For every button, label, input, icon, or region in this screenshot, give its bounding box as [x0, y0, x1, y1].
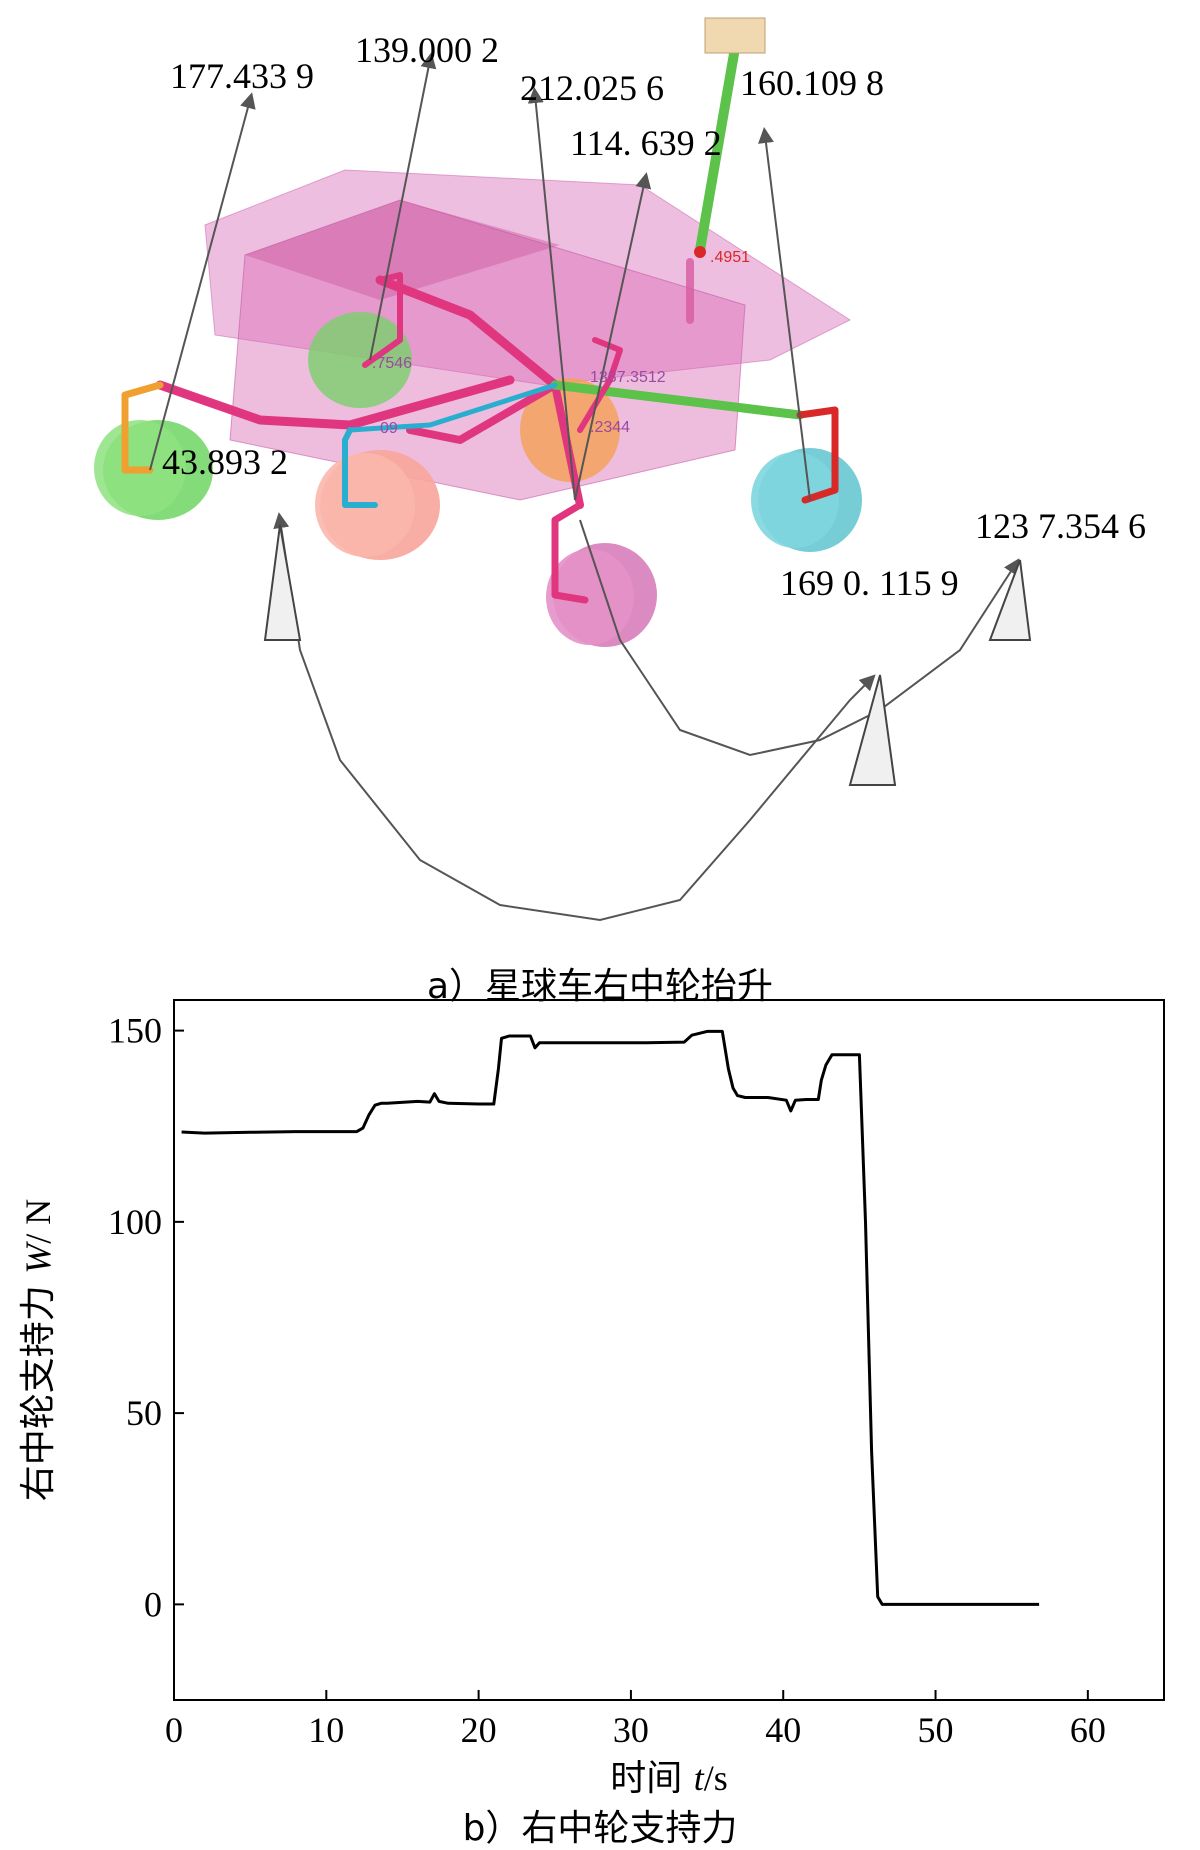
x-tick-label: 60 [1070, 1710, 1106, 1750]
x-ticks: 0 10 20 30 40 50 60 [165, 1690, 1106, 1750]
small-label-2344: .2344 [590, 419, 630, 436]
force-arrows [149, 52, 1020, 922]
rover-body-face [245, 200, 560, 300]
x-tick-label: 50 [918, 1710, 954, 1750]
label-177-4339: 177.433 9 [170, 56, 314, 96]
label-1237-3546: 123 7.354 6 [975, 506, 1146, 546]
label-1690-1159: 169 0. 115 9 [780, 563, 959, 603]
rover-links [121, 43, 839, 604]
small-label-1387: 1387.3512 [590, 369, 666, 386]
label-139-0002: 139.000 2 [355, 30, 499, 70]
x-tick-label: 0 [165, 1710, 183, 1750]
top-block [704, 17, 766, 54]
small-label-09: 09 [380, 420, 398, 437]
small-label-4951: .4951 [710, 249, 750, 266]
arrow-cones [263, 524, 1032, 786]
x-tick-label: 40 [765, 1710, 801, 1750]
small-label-7546: .7546 [372, 355, 412, 372]
x-tick-label: 20 [461, 1710, 497, 1750]
label-212-0256: 212.025 6 [520, 68, 664, 108]
series-line-support-force [181, 1029, 1040, 1606]
caption-b: b）右中轮支持力 [463, 1808, 738, 1849]
y-tick-label: 50 [126, 1393, 162, 1433]
rover-illustration: 177.433 9 139.000 2 212.025 6 160.109 8 … [94, 17, 1146, 922]
x-tick-label: 30 [613, 1710, 649, 1750]
x-axis-label: 时间 t/s [610, 1758, 728, 1799]
y-tick-label: 150 [108, 1011, 162, 1051]
x-tick-label: 10 [308, 1710, 344, 1750]
label-43-8932: 43.893 2 [162, 442, 288, 482]
y-ticks: 0 50 100 150 [108, 1011, 184, 1624]
label-114-6392: 114. 639 2 [570, 123, 722, 163]
plot-frame [173, 999, 1165, 1701]
y-tick-label: 100 [108, 1202, 162, 1242]
y-axis-label: 右中轮支持力 W/ N [18, 1199, 59, 1501]
y-tick-label: 0 [144, 1584, 162, 1624]
wheel-left-front [308, 312, 412, 408]
label-160-1098: 160.109 8 [740, 63, 884, 103]
chart: 0 10 20 30 40 50 60 0 50 100 150 时间 t/s 右中轮支持力 W/… [18, 999, 1165, 1799]
